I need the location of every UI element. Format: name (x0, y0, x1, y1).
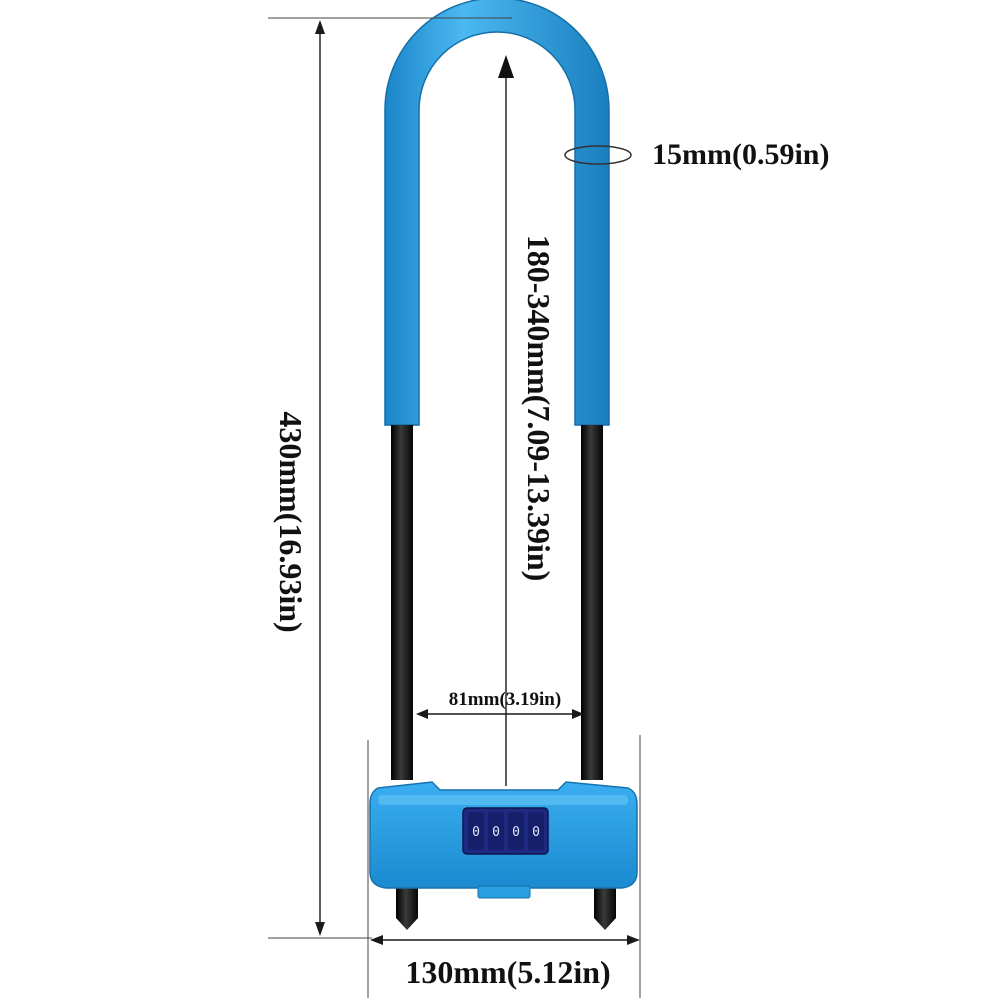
shackle-diameter-label: 15mm(0.59in) (652, 138, 829, 171)
shackle-right-tip (594, 880, 616, 930)
combination-digit: 0 (512, 825, 520, 840)
shackle-blue-coating (384, 0, 610, 426)
combination-dial[interactable]: 0 (508, 812, 524, 850)
total-length-label: 430mm(16.93in) (273, 411, 309, 632)
shackle-left-tip (396, 880, 418, 930)
shackle (384, 0, 616, 930)
inner-width-label: 81mm(3.19in) (449, 689, 561, 710)
body-width-label: 130mm(5.12in) (405, 954, 610, 990)
shackle-right-leg (574, 425, 603, 780)
inner-width-dimension: 81mm(3.19in) (416, 689, 584, 719)
total-length-dimension: 430mm(16.93in) (268, 17, 512, 939)
combination-dial-panel: 0 0 0 0 (462, 807, 549, 855)
diameter-ring-icon (564, 145, 632, 165)
body-width-dimension: 130mm(5.12in) (367, 735, 641, 998)
inner-height-label: 180-340mm(7.09-13.39in) (521, 235, 557, 582)
combination-dial[interactable]: 0 (528, 812, 544, 850)
shackle-left-leg (391, 425, 420, 780)
combination-dial[interactable]: 0 (488, 812, 504, 850)
shackle-diameter-dimension: 15mm(0.59in) (564, 138, 829, 171)
lock-body-highlight (378, 795, 628, 805)
lock-body: 0 0 0 0 (369, 781, 638, 899)
lock-body-bottom-tab (477, 885, 531, 899)
combination-digit: 0 (532, 825, 540, 840)
inner-height-dimension: 180-340mm(7.09-13.39in) (498, 55, 557, 786)
combination-digit: 0 (472, 825, 480, 840)
combination-dial[interactable]: 0 (468, 812, 484, 850)
combination-digit: 0 (492, 825, 500, 840)
